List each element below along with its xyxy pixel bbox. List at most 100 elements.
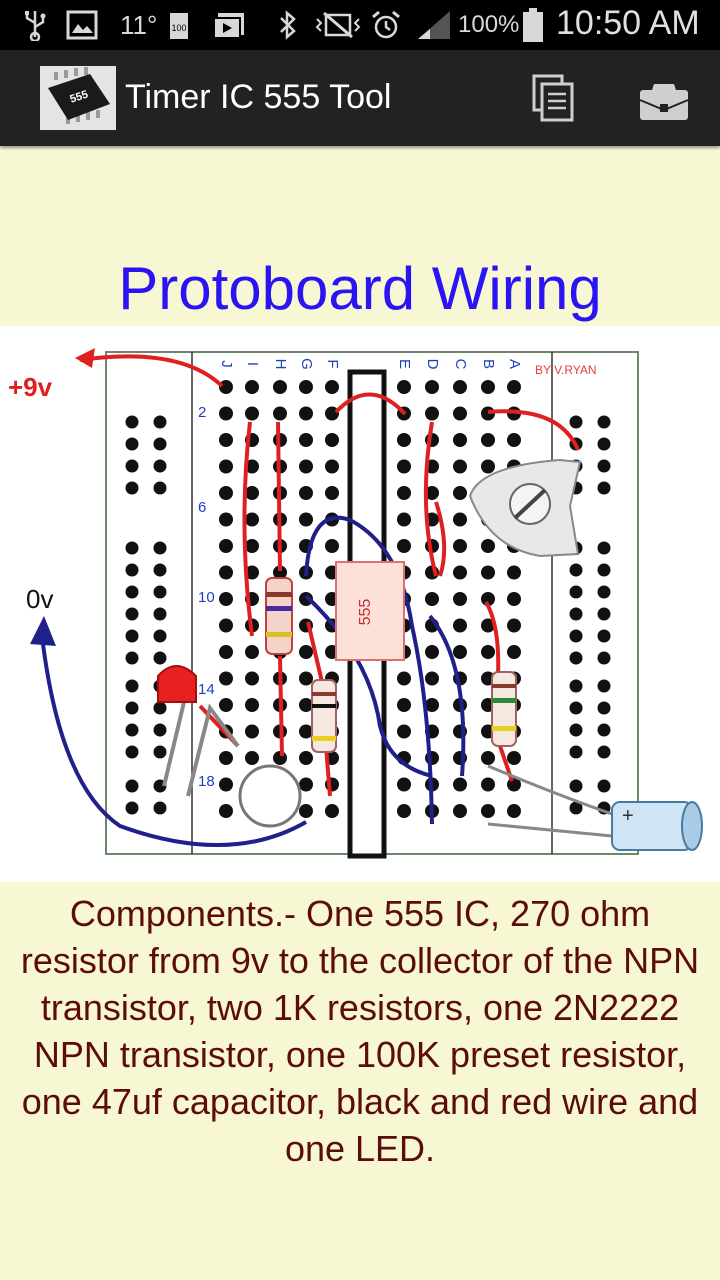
app-logo[interactable]: 555: [40, 66, 116, 130]
breadboard-hole: [481, 433, 495, 447]
breadboard-hole: [153, 585, 167, 599]
breadboard-hole: [569, 585, 583, 599]
breadboard-hole: [273, 380, 287, 394]
breadboard-hole: [325, 433, 339, 447]
battery-icon: [522, 8, 544, 42]
battery-level-text: 100: [171, 23, 186, 33]
breadboard-hole: [299, 645, 313, 659]
breadboard-hole: [453, 406, 467, 421]
breadboard-hole: [425, 380, 439, 394]
breadboard-hole: [481, 565, 495, 580]
breadboard-hole: [597, 651, 611, 665]
resistor-270: [265, 577, 293, 655]
usb-icon: [22, 8, 48, 42]
breadboard-hole: [425, 698, 439, 712]
column-letter: D: [424, 359, 441, 370]
breadboard-hole: [153, 651, 167, 665]
breadboard-hole: [481, 777, 495, 792]
row-number: 14: [198, 681, 215, 698]
breadboard-hole: [453, 565, 467, 580]
toolbox-icon[interactable]: [636, 70, 692, 126]
breadboard-hole: [325, 804, 339, 818]
status-bar: 11° 100 100% 10:50 AM: [0, 0, 720, 50]
breadboard-hole: [153, 629, 167, 643]
arrow-0v: [30, 616, 56, 646]
breadboard-hole: [597, 629, 611, 643]
breadboard-hole: [153, 723, 167, 737]
breadboard-hole: [125, 745, 139, 759]
arrow-9v: [75, 348, 95, 368]
breadboard-hole: [219, 406, 233, 421]
breadboard-hole: [597, 779, 611, 793]
breadboard-hole: [125, 779, 139, 793]
breadboard-hole: [597, 541, 611, 555]
breadboard-hole: [125, 481, 139, 495]
label-0v: 0v: [26, 584, 53, 614]
breadboard-hole: [125, 701, 139, 715]
breadboard-hole: [597, 585, 611, 599]
breadboard-hole: [153, 801, 167, 815]
copy-document-icon[interactable]: [526, 70, 582, 126]
breadboard-hole: [245, 486, 259, 500]
breadboard-hole: [273, 565, 287, 580]
breadboard-hole: [569, 723, 583, 737]
breadboard-hole: [219, 698, 233, 712]
breadboard-hole: [481, 751, 495, 765]
ic-label: 555: [357, 599, 374, 626]
breadboard-hole: [325, 539, 339, 553]
breadboard-hole: [325, 380, 339, 394]
breadboard-hole: [245, 645, 259, 659]
row-number: 10: [198, 589, 215, 606]
breadboard-hole: [219, 539, 233, 553]
logo-text: 555: [68, 89, 89, 106]
breadboard-hole: [597, 563, 611, 577]
row-number: 6: [198, 499, 206, 516]
blue-wire-0v: [40, 635, 308, 848]
breadboard-hole: [153, 415, 167, 429]
breadboard-hole: [453, 433, 467, 447]
breadboard-hole: [245, 512, 259, 527]
breadboard-hole: [153, 607, 167, 621]
breadboard-hole: [125, 415, 139, 429]
breadboard-hole: [125, 651, 139, 665]
breadboard-hole: [453, 645, 467, 659]
column-letter: B: [480, 359, 497, 369]
breadboard-hole: [453, 777, 467, 792]
breadboard-hole: [397, 698, 411, 712]
breadboard-hole: [481, 539, 495, 553]
breadboard-hole: [507, 751, 521, 765]
breadboard-hole: [453, 539, 467, 553]
breadboard-hole: [597, 607, 611, 621]
breadboard-hole: [453, 804, 467, 818]
column-letter: H: [272, 359, 289, 370]
label-9v: +9v: [8, 372, 53, 402]
app-bar: 555 Timer IC 555 Tool: [0, 50, 720, 146]
breadboard-hole: [299, 751, 313, 765]
breadboard-hole: [425, 406, 439, 421]
breadboard-hole: [299, 512, 313, 527]
breadboard-hole: [597, 745, 611, 759]
breadboard-hole: [125, 541, 139, 555]
breadboard-hole: [125, 607, 139, 621]
breadboard-hole: [153, 701, 167, 715]
breadboard-hole: [569, 629, 583, 643]
breadboard-hole: [397, 512, 411, 527]
breadboard-hole: [125, 437, 139, 451]
breadboard-hole: [481, 592, 495, 606]
breadboard-hole: [299, 433, 313, 447]
column-letter: F: [324, 359, 341, 368]
breadboard-hole: [397, 433, 411, 447]
breadboard-hole: [125, 723, 139, 737]
breadboard-hole: [569, 651, 583, 665]
bluetooth-icon: [276, 8, 300, 42]
breadboard-hole: [219, 459, 233, 474]
breadboard-hole: [481, 618, 495, 633]
breadboard-hole: [219, 671, 233, 686]
breadboard-hole: [453, 512, 467, 527]
breadboard-hole: [507, 565, 521, 580]
breadboard-hole: [569, 679, 583, 693]
breadboard-hole: [299, 459, 313, 474]
breadboard-hole: [299, 592, 313, 606]
breadboard-hole: [507, 645, 521, 659]
